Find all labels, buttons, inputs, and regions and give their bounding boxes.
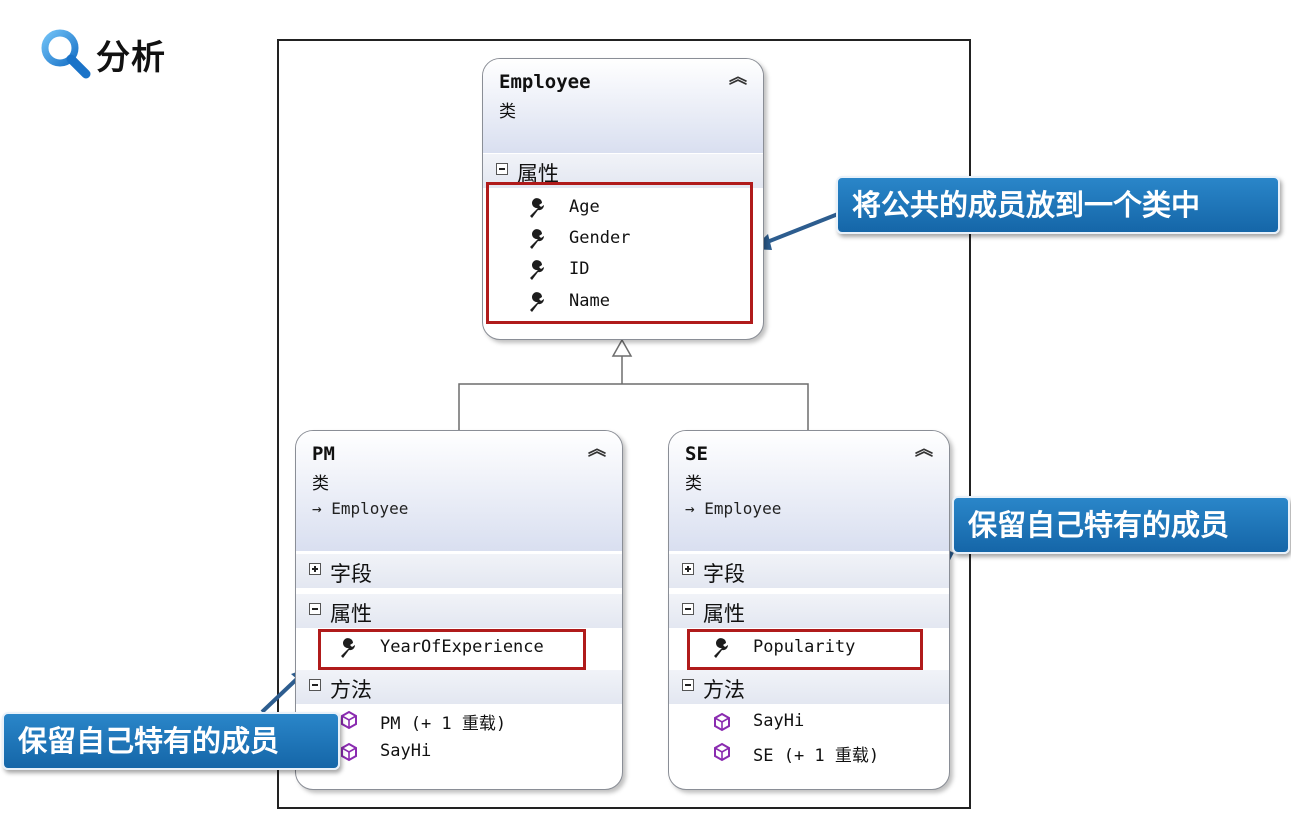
section-label: 字段 xyxy=(330,562,372,586)
method-label: SayHi xyxy=(380,741,432,761)
callout-arrow-common xyxy=(761,212,839,246)
expand-section-icon[interactable] xyxy=(682,563,694,575)
wrench-icon xyxy=(530,260,545,280)
method-label: SayHi xyxy=(753,711,805,731)
class-kind: 类 xyxy=(685,474,702,494)
section-fields[interactable]: 字段 xyxy=(296,553,622,588)
collapse-section-icon[interactable] xyxy=(309,603,321,615)
section-properties[interactable]: 属性 xyxy=(296,593,622,628)
collapse-chevron-icon[interactable]: ︽ xyxy=(915,439,933,460)
callout-pm-own-members: 保留自己特有的成员 xyxy=(2,712,340,770)
parent-name: Employee xyxy=(331,499,409,518)
section-fields[interactable]: 字段 xyxy=(669,553,949,588)
section-label: 方法 xyxy=(703,678,745,702)
page-title: 分析 xyxy=(96,38,166,78)
callout-se-own-members: 保留自己特有的成员 xyxy=(952,496,1290,554)
inheritance-arrowhead xyxy=(611,338,633,357)
collapse-section-icon[interactable] xyxy=(309,679,321,691)
method-label: SE (+ 1 重载) xyxy=(753,746,880,766)
property-label: Name xyxy=(569,291,610,311)
wrench-icon xyxy=(341,638,356,658)
inheritance-line xyxy=(458,383,809,430)
inherits-arrow-icon: → xyxy=(685,499,705,518)
method-cube-icon xyxy=(341,742,357,762)
method-cube-icon xyxy=(341,710,357,730)
method-cube-icon xyxy=(714,712,730,732)
collapse-chevron-icon[interactable]: ︽ xyxy=(729,67,747,88)
class-pm[interactable]: PM 类 → Employee ︽ 字段 属性 YearOfExperience… xyxy=(295,430,623,790)
property-label: ID xyxy=(569,259,590,279)
class-name: SE xyxy=(685,443,708,465)
section-label: 字段 xyxy=(703,562,745,586)
class-pm-header: PM 类 → Employee ︽ xyxy=(296,431,622,551)
callout-arrow-pm xyxy=(260,674,302,714)
section-label: 属性 xyxy=(703,602,745,626)
method-cube-icon xyxy=(714,742,730,762)
highlight-se-members xyxy=(687,629,923,670)
section-properties[interactable]: 属性 xyxy=(669,593,949,628)
property-label: YearOfExperience xyxy=(380,637,544,657)
class-parent: → Employee xyxy=(685,499,781,518)
class-parent: → Employee xyxy=(312,499,408,518)
parent-name: Employee xyxy=(704,499,782,518)
section-label: 方法 xyxy=(330,678,372,702)
class-employee-header: Employee 类 ︽ xyxy=(483,59,763,153)
property-label: Gender xyxy=(569,228,631,248)
search-icon xyxy=(41,29,91,79)
class-kind: 类 xyxy=(499,102,516,122)
class-se-header: SE 类 → Employee ︽ xyxy=(669,431,949,551)
collapse-section-icon[interactable] xyxy=(496,163,508,175)
callout-common-members: 将公共的成员放到一个类中 xyxy=(836,176,1280,234)
highlight-pm-members xyxy=(318,629,586,670)
collapse-section-icon[interactable] xyxy=(682,603,694,615)
section-label: 属性 xyxy=(330,602,372,626)
wrench-icon xyxy=(530,198,545,218)
wrench-icon xyxy=(530,292,545,312)
class-name: PM xyxy=(312,443,335,465)
section-methods[interactable]: 方法 xyxy=(669,669,949,704)
class-se[interactable]: SE 类 → Employee ︽ 字段 属性 Popularity 方法 Sa… xyxy=(668,430,950,790)
wrench-icon xyxy=(714,638,729,658)
expand-section-icon[interactable] xyxy=(309,563,321,575)
highlight-common-members xyxy=(486,182,753,324)
collapse-chevron-icon[interactable]: ︽ xyxy=(588,439,606,460)
class-name: Employee xyxy=(499,71,591,93)
class-kind: 类 xyxy=(312,474,329,494)
property-label: Popularity xyxy=(753,637,856,657)
property-label: Age xyxy=(569,197,600,217)
section-methods[interactable]: 方法 xyxy=(296,669,622,704)
collapse-section-icon[interactable] xyxy=(682,679,694,691)
wrench-icon xyxy=(530,229,545,249)
class-employee[interactable]: Employee 类 ︽ 属性 Age Gender ID Name xyxy=(482,58,764,340)
method-label: PM (+ 1 重载) xyxy=(380,714,507,734)
inherits-arrow-icon: → xyxy=(312,499,332,518)
